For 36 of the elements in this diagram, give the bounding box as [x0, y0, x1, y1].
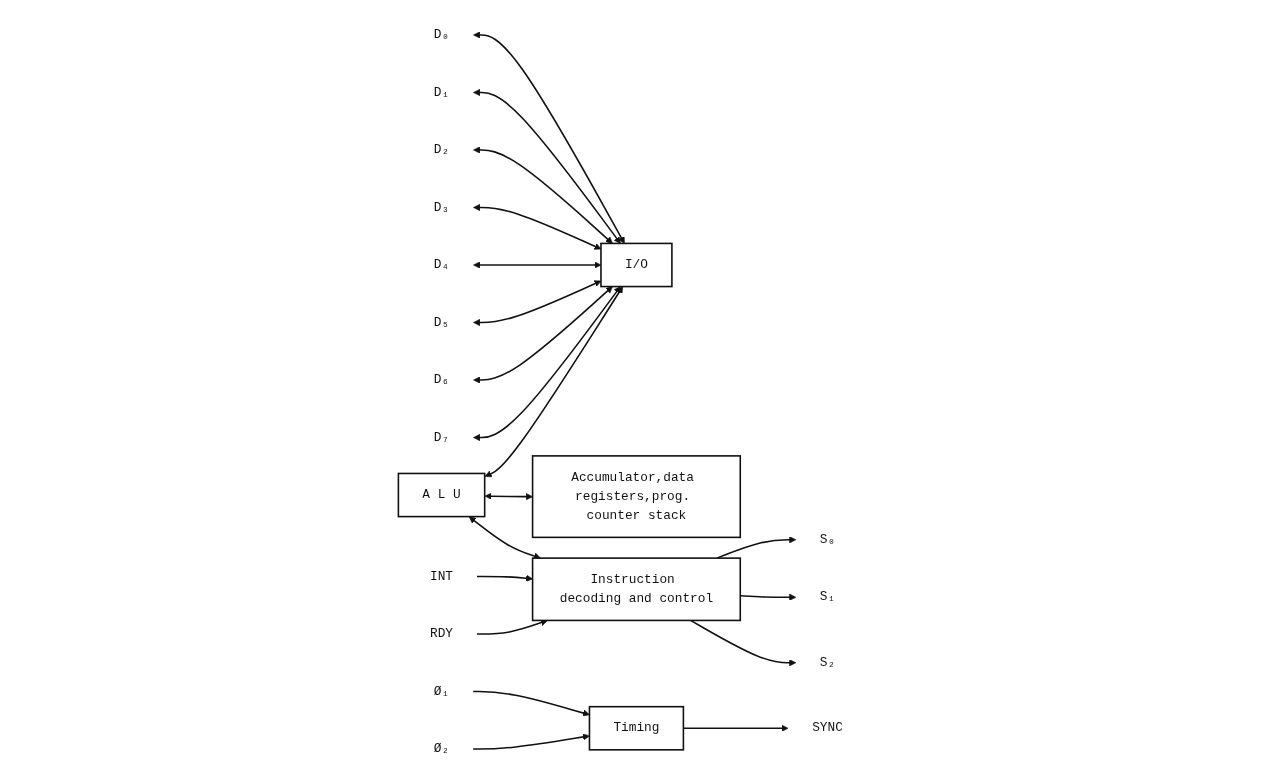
node-text: RDY — [430, 626, 454, 642]
node-text: S₂ — [820, 655, 836, 670]
arrow — [473, 286, 622, 442]
arrow — [473, 88, 622, 244]
arrow — [473, 261, 602, 269]
node-text: Ø₂ — [434, 741, 450, 757]
node-text: SYNC — [812, 721, 844, 736]
arrow — [485, 286, 624, 478]
arrow — [473, 203, 602, 250]
arrow — [469, 516, 542, 560]
node-text: Ø₁ — [434, 684, 450, 699]
node-text: S₁ — [820, 590, 836, 605]
node-text: D₃ — [434, 200, 450, 215]
node-box: I/O — [600, 242, 674, 288]
arrow — [473, 146, 614, 244]
node-text: S₀ — [820, 532, 836, 547]
arrow — [473, 31, 626, 244]
arrow — [683, 724, 789, 732]
node-text: D₀ — [434, 27, 450, 43]
node-box: Timing — [589, 705, 685, 751]
node-box: A L U — [398, 472, 486, 518]
node-text: D₂ — [434, 142, 450, 158]
node-text: D₁ — [434, 85, 450, 100]
node-text: D₇ — [434, 430, 450, 445]
arrow — [690, 619, 797, 667]
node-text: D₆ — [434, 372, 450, 388]
arrow — [485, 492, 534, 501]
node-text: D₅ — [434, 315, 450, 330]
node-text: D₄ — [434, 257, 450, 273]
arrow — [473, 286, 614, 384]
arrow — [476, 574, 534, 582]
arrow — [473, 280, 602, 326]
node-box: Instruction decoding and control — [532, 557, 742, 622]
node-text: INT — [430, 569, 454, 584]
node-box: Accumulator,data registers,prog. counter stack — [532, 455, 742, 539]
arrow — [476, 619, 549, 635]
